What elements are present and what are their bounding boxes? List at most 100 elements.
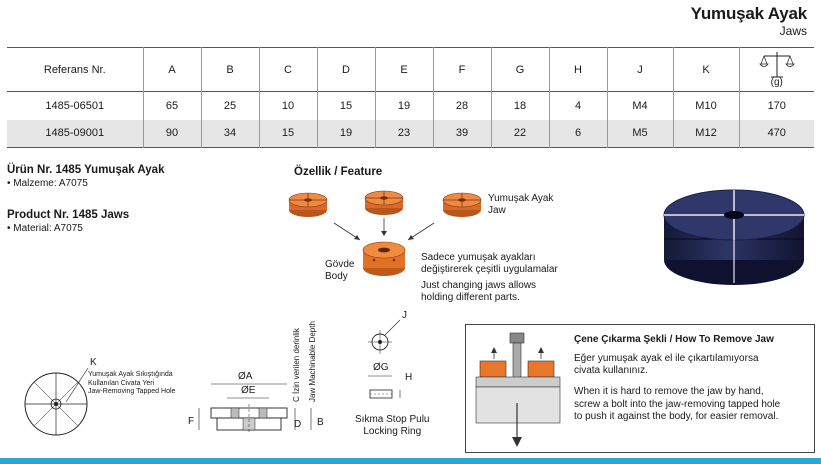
dim-a-label: ØA — [238, 371, 253, 382]
depth-label-en-wrap: Jaw Machinable Depth — [308, 306, 322, 402]
side-view-drawing — [198, 383, 312, 434]
table-cell: 25 — [200, 91, 259, 120]
product-title-en: Product Nr. 1485 Jaws — [7, 209, 130, 221]
jaw-label: Yumuşak Ayak Jaw — [488, 193, 553, 217]
table-cell: 19 — [316, 119, 375, 148]
feature-desc-line: holding different parts. — [421, 292, 520, 303]
product-title-tr: Ürün Nr. 1485 Yumuşak Ayak — [7, 164, 165, 176]
dim-f-label: F — [188, 416, 195, 427]
removal-illustration — [475, 332, 561, 447]
locking-ring-label-en: Locking Ring — [363, 426, 422, 437]
table-cell: 28 — [432, 91, 491, 120]
col-header: A — [142, 47, 201, 92]
table-cell: M10 — [672, 91, 739, 120]
spec-table: Referans Nr. A B C D E F G H J K — [7, 47, 814, 148]
table-cell: 170 — [738, 91, 814, 120]
col-header: K — [672, 47, 739, 92]
removal-title: Çene Çıkarma Şekli / How To Remove Jaw — [574, 334, 774, 345]
dim-j-label: J — [402, 310, 407, 321]
table-cell: 15 — [316, 91, 375, 120]
body-label-en: Body — [325, 271, 348, 282]
col-header: H — [548, 47, 607, 92]
locking-ring-label-tr: Sıkma Stop Pulu — [355, 414, 430, 425]
removal-line: to push it against the body, for easier … — [574, 411, 779, 422]
jaw-product-photo — [663, 189, 805, 285]
dim-g-label: ØG — [373, 362, 389, 373]
footer-accent-bar — [0, 458, 821, 464]
removal-line: screw a bolt into the jaw-removing tappe… — [574, 398, 781, 410]
tapped-hole-line: Jaw-Removing Tapped Hole — [88, 388, 176, 395]
removal-info-box: Çene Çıkarma Şekli / How To Remove Jaw E… — [465, 324, 815, 453]
feature-desc-line: değiştirerek çeşitli uygulamalar — [421, 264, 558, 275]
jaw-label-tr: Yumuşak Ayak — [488, 193, 554, 204]
table-header-row: Referans Nr. A B C D E F G H J K — [7, 47, 814, 92]
table-cell: 22 — [490, 119, 549, 148]
table-cell: 19 — [374, 91, 433, 120]
product-material-tr: • Malzeme: A7075 — [7, 178, 88, 189]
table-cell: 1485-09001 — [45, 127, 105, 140]
feature-illustration — [288, 190, 482, 276]
table-cell: 65 — [142, 91, 201, 120]
col-header: D — [316, 47, 375, 92]
removal-line: When it is hard to remove the jaw by han… — [574, 386, 764, 397]
page-subtitle: Jaws — [779, 24, 807, 38]
removal-line: civata kullanınız. — [574, 365, 648, 376]
table-cell: 90 — [142, 119, 201, 148]
table-cell: 18 — [490, 91, 549, 120]
table-row: 1485-06501 65 25 10 15 19 28 18 4 M4 M10… — [7, 91, 814, 120]
table-cell: 34 — [200, 119, 259, 148]
table-cell: 10 — [258, 91, 317, 120]
dim-e-label: ØE — [241, 385, 256, 396]
col-header: B — [200, 47, 259, 92]
col-header: C — [258, 47, 317, 92]
product-info-tr: Ürün Nr. 1485 Yumuşak Ayak • Malzeme: A7… — [7, 164, 164, 189]
jaw-illustration — [442, 192, 482, 217]
depth-label-tr-wrap: C İzin verilen derinlik — [292, 306, 308, 402]
table-cell: M5 — [606, 119, 673, 148]
table-cell: 6 — [548, 119, 607, 148]
page-title: Yumuşak Ayak — [690, 4, 808, 23]
locking-ring-label: Sıkma Stop Pulu Locking Ring — [355, 414, 429, 438]
table-cell: 4 — [548, 91, 607, 120]
product-info-en: Product Nr. 1485 Jaws • Material: A7075 — [7, 209, 129, 234]
table-cell: 23 — [374, 119, 433, 148]
col-header: G — [490, 47, 549, 92]
weight-unit: (g) — [770, 77, 783, 88]
dim-k-label: K — [90, 357, 97, 368]
table-cell: 470 — [738, 119, 814, 148]
feature-desc-line: Just changing jaws allows — [421, 280, 537, 291]
dim-b-label: B — [317, 417, 324, 428]
tapped-hole-line: Kullanılan Civata Yeri — [88, 379, 155, 387]
page-header: Yumuşak Ayak Jaws — [690, 4, 808, 38]
tapped-hole-line: Yumuşak Ayak Sıkıştığında — [88, 371, 173, 378]
scale-icon — [758, 52, 795, 78]
col-header: J — [606, 47, 673, 92]
table-cell: 15 — [258, 119, 317, 148]
jaw-label-en: Jaw — [488, 205, 506, 216]
removal-text-en: When it is hard to remove the jaw by han… — [574, 386, 780, 424]
table-cell: M4 — [606, 91, 673, 120]
col-header: E — [374, 47, 433, 92]
feature-description: Sadece yumuşak ayakları değiştirerek çeş… — [421, 252, 558, 304]
jaw-illustration — [288, 192, 328, 217]
dim-h-label: H — [405, 372, 413, 383]
depth-label-tr: İzin verilen derinlik — [292, 328, 301, 394]
product-material-en: • Material: A7075 — [7, 223, 83, 234]
body-illustration — [362, 241, 406, 276]
col-header: F — [432, 47, 491, 92]
removal-text-tr: Eğer yumuşak ayak el ile çıkartılamıyors… — [574, 353, 759, 377]
table-cell: 39 — [432, 119, 491, 148]
table-cell: M12 — [672, 119, 739, 148]
table-row: 1485-09001 90 34 15 19 23 39 22 6 M5 M12… — [7, 119, 814, 148]
removal-line: Eğer yumuşak ayak el ile çıkartılamıyors… — [574, 353, 759, 364]
body-label-tr: Gövde — [325, 259, 355, 270]
top-view-drawing — [24, 367, 89, 436]
depth-label-en: Jaw Machinable Depth — [308, 321, 317, 402]
weight-header: (g) — [738, 47, 814, 92]
body-label: Gövde Body — [325, 259, 354, 283]
table-cell: 1485-06501 — [45, 99, 105, 112]
dim-d-label: D — [294, 419, 302, 430]
feature-title: Özellik / Feature — [294, 166, 383, 178]
locking-ring-drawing — [368, 319, 401, 399]
jaw-illustration — [364, 190, 404, 215]
